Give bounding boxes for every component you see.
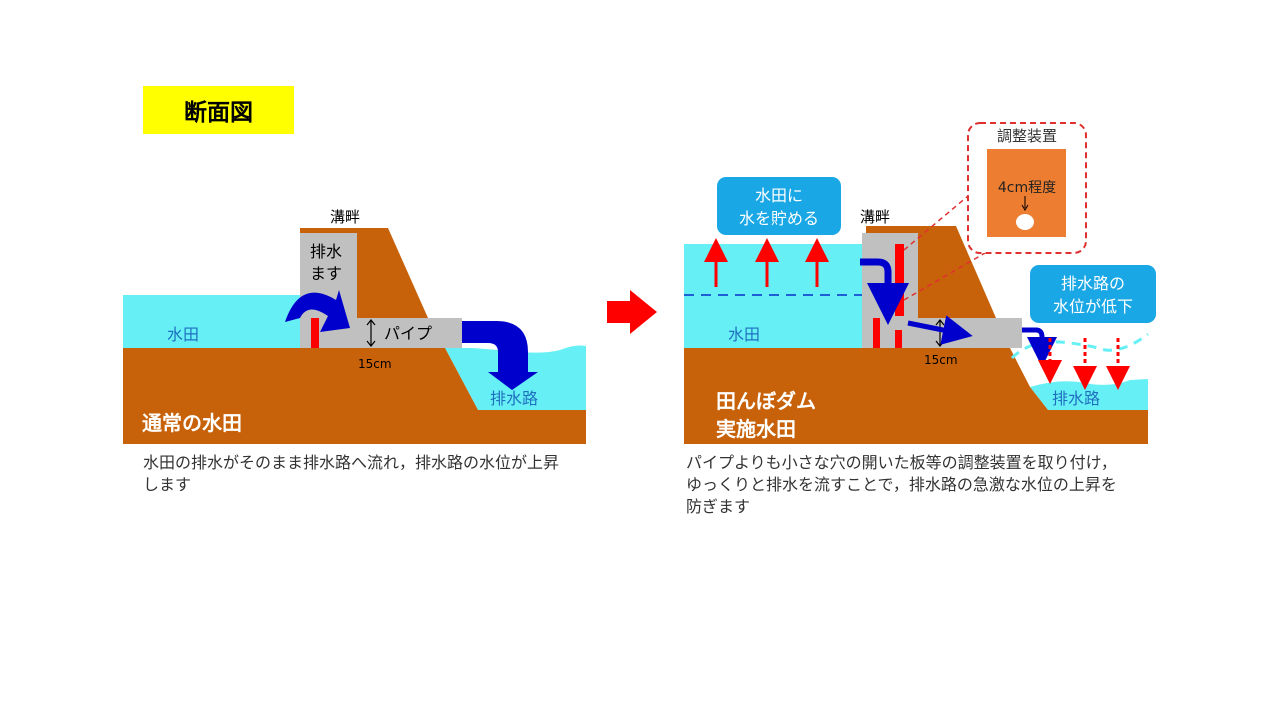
paddy-label-right: 水田	[728, 325, 760, 344]
slow-flow-arrow-2	[907, 315, 973, 345]
previous-channel-level	[1010, 332, 1149, 360]
pipe-label: パイプ	[384, 324, 432, 343]
slow-flow-arrow-1	[860, 258, 909, 325]
panel-title-left: 通常の水田	[142, 411, 242, 435]
dike-label: 溝畔	[330, 208, 360, 226]
device-title: 調整装置	[997, 127, 1057, 145]
callout-level-line-1: 排水路の	[1061, 274, 1125, 293]
next-arrow	[607, 290, 657, 334]
caption-right: パイプよりも小さな穴の開いた板等の調整装置を取り付け，ゆっくりと排水を流すことで…	[686, 453, 1117, 516]
callout-store-water	[717, 177, 841, 235]
paddy-label: 水田	[167, 325, 199, 344]
callout-level-down	[1030, 265, 1156, 323]
drain-box-label-2: ます	[310, 264, 342, 283]
device-hole	[1016, 214, 1034, 230]
flow-arrow-in	[285, 290, 350, 332]
caption-left: 水田の排水がそのまま排水路へ流れ，排水路の水位が上昇します	[143, 453, 560, 494]
slow-flow-arrow-3	[1022, 327, 1057, 367]
soil-ground	[684, 348, 1148, 444]
drain-box-label-1: 排水	[310, 242, 342, 261]
callout-store-line-1: 水田に	[755, 186, 803, 205]
right-panel: 水田に 水を貯める 排水路の 水位が低下 調整装置 4cm程度 溝畔 水田 15…	[684, 122, 1156, 444]
flow-arrow-out	[462, 321, 538, 390]
panel-title-right-1: 田んぼダム	[716, 389, 816, 413]
channel-label-right: 排水路	[1052, 389, 1100, 408]
section-title: 断面図	[143, 86, 294, 134]
board-red-bottom-1	[873, 318, 880, 348]
panel-title-right-2: 実施水田	[716, 417, 796, 441]
dike-label-right: 溝畔	[860, 208, 890, 226]
board-red-bottom-2	[895, 330, 902, 348]
channel-label: 排水路	[490, 389, 538, 408]
soil-ground	[123, 348, 586, 444]
callout-store-line-2: 水を貯める	[739, 209, 819, 228]
left-panel: 溝畔 排水 ます 水田 パイプ 15cm 排水路 通常の水田	[123, 208, 586, 444]
device-hole-label: 4cm程度	[998, 180, 1056, 196]
adjust-board-red	[895, 244, 904, 316]
paddy-water	[123, 295, 323, 348]
pipe-height-label-right: 15cm	[924, 353, 958, 367]
board-red	[311, 318, 319, 348]
pipe-height-label: 15cm	[358, 357, 392, 371]
callout-level-line-2: 水位が低下	[1053, 297, 1133, 316]
